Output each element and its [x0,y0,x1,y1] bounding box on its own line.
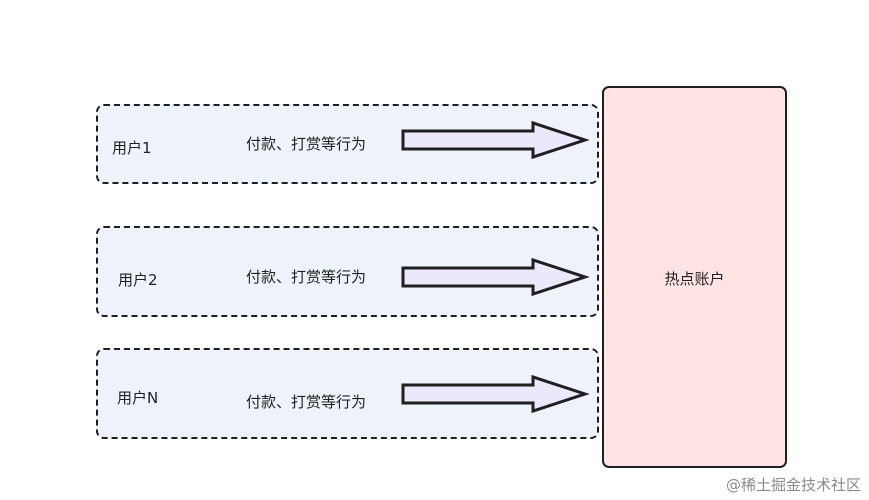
user-label-2: 用户2 [118,271,158,289]
action-label-2: 付款、打赏等行为 [246,268,367,286]
hot-account-box: 热点账户 [602,86,787,468]
watermark-text: @稀土掘金技术社区 [725,476,861,494]
action-label-3: 付款、打赏等行为 [246,393,367,411]
arrow-3 [401,374,590,414]
arrow-2 [401,257,590,297]
user-label-1: 用户1 [112,139,152,157]
arrow-1 [401,120,590,160]
hot-account-label: 热点账户 [664,270,725,288]
action-label-1: 付款、打赏等行为 [246,135,367,153]
user-label-3: 用户N [117,389,159,407]
